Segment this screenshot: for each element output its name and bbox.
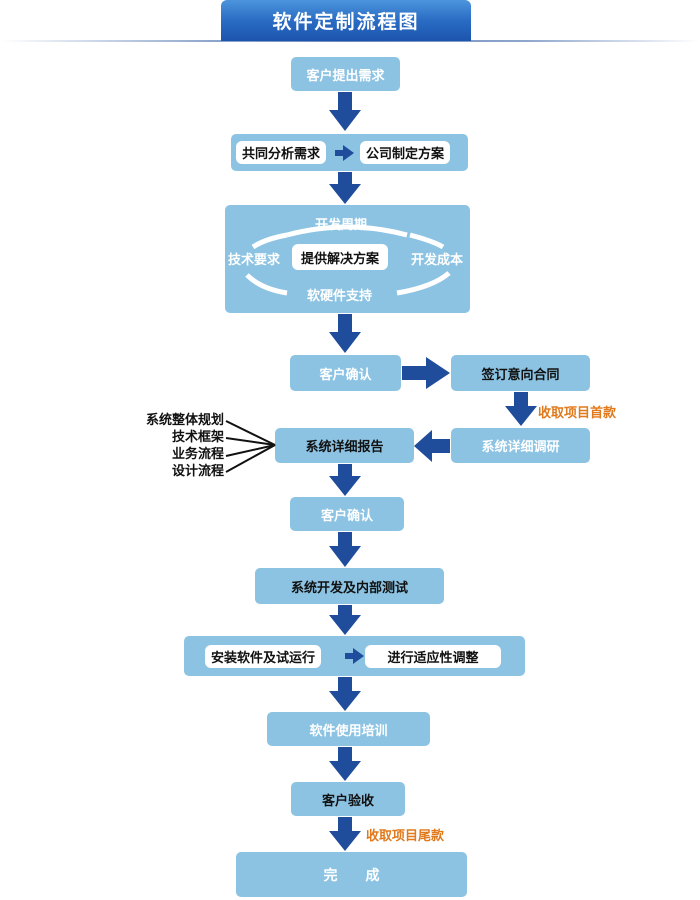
arrow-right-small-icon [335,145,354,161]
ring-label-top: 开发周期 [315,218,368,233]
step-acceptance: 客户验收 [291,782,405,816]
arrow-down-icon [329,532,361,567]
arrow-down-icon [329,747,361,781]
ring-arc-top-right [286,224,408,238]
arrow-down-icon [329,172,361,204]
step-label: 完 成 [323,867,380,884]
solution-center: 提供解决方案 [292,244,388,270]
ring-label-bottom: 软硬件支持 [307,289,373,304]
cycle-ring [245,224,451,296]
connector-line [225,444,276,457]
step-label: 客户确认 [320,508,373,524]
header-divider [0,40,700,42]
step-sign-contract: 签订意向合同 [451,355,590,391]
arrow-right-small-icon [345,648,364,664]
step-label: 安装软件及试运行 [211,651,316,666]
ring-arc-top-end [409,232,445,250]
step-label: 客户验收 [321,793,374,809]
step-label: 进行适应性调整 [387,651,479,666]
step-label: 公司制定方案 [366,147,445,162]
connector-line [225,444,276,473]
install-trial-box: 安装软件及试运行 [205,645,322,668]
connector-line [225,420,276,446]
adaptive-adjust-box: 进行适应性调整 [365,645,501,668]
step-label: 提供解决方案 [300,251,379,267]
ring-arc-top-left [251,232,288,250]
joint-analysis-box: 共同分析需求 [236,141,327,164]
arrow-down-icon [329,314,361,353]
step-label: 系统详细报告 [305,440,384,455]
step-label: 软件使用培训 [309,723,388,739]
step-client-request: 客户提出需求 [291,57,400,91]
arrow-down-icon [329,817,361,851]
report-item: 设计流程 [171,464,224,479]
ring-label-right: 开发成本 [411,253,464,268]
report-item: 业务流程 [171,447,224,462]
step-dev-test: 系统开发及内部测试 [255,568,444,604]
arrow-right-icon [402,357,450,389]
page-title: 软件定制流程图 [221,0,471,41]
arrow-down-icon [329,677,361,711]
connector-line [225,437,276,446]
step-client-confirm-2: 客户确认 [290,497,404,531]
step-label: 客户确认 [319,367,372,383]
step-solution: 开发周期 技术要求 开发成本 软硬件支持 提供解决方案 [225,205,470,313]
arrow-down-icon [329,464,361,496]
step-complete: 完 成 [236,852,467,897]
first-payment-note: 收取项目首款 [538,406,617,421]
step-label: 系统详细调研 [481,440,560,455]
company-plan-box: 公司制定方案 [360,141,451,164]
ring-label-left: 技术要求 [228,253,281,268]
arrow-left-icon [414,430,450,462]
step-label: 签订意向合同 [481,367,560,383]
arrow-down-icon [329,605,361,635]
step-detailed-research: 系统详细调研 [451,428,590,463]
step-training: 软件使用培训 [267,712,430,746]
report-items: 系统整体规划 技术框架 业务流程 设计流程 [126,412,224,480]
step-label: 共同分析需求 [242,147,321,162]
step-client-confirm-1: 客户确认 [290,355,401,391]
step-detailed-report: 系统详细报告 [275,428,414,463]
final-payment-note: 收取项目尾款 [366,829,445,844]
report-item: 系统整体规划 [145,413,224,428]
report-item: 技术框架 [171,430,224,445]
arrow-down-icon [505,392,537,426]
ring-arc-bottom-left [245,273,288,296]
step-label: 系统开发及内部测试 [290,580,408,596]
step-label: 客户提出需求 [306,68,385,84]
ring-arc-bottom-right [396,271,451,296]
arrow-down-icon [329,92,361,131]
